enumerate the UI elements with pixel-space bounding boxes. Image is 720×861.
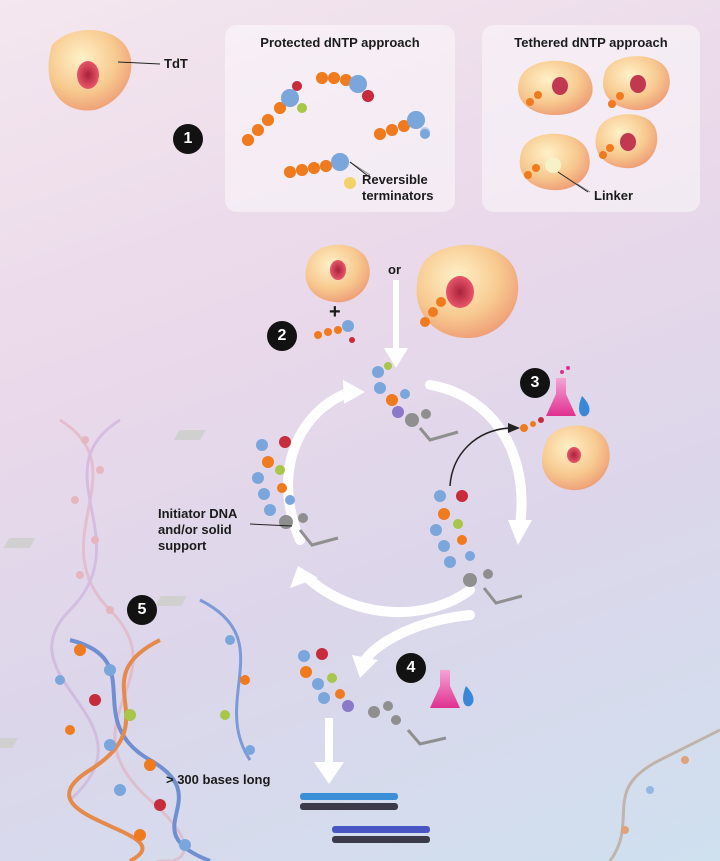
reversible-terminators-label: Reversible terminators (362, 172, 434, 203)
protected-dntp-title: Protected dNTP approach (260, 35, 420, 50)
step4-support (0, 701, 447, 748)
corner-dna-helix (608, 728, 720, 861)
step-3-badge: 3 (520, 368, 550, 398)
step2-enzyme-small-icon (305, 244, 370, 303)
strand-left (3, 436, 339, 548)
step-2-badge: 2 (267, 321, 297, 351)
tdt-enzyme-icon (48, 30, 161, 111)
cycle-arrowhead-right (508, 520, 532, 545)
step4-released-strand (298, 648, 354, 712)
step2-enzyme-tethered-icon (416, 244, 519, 339)
linker-label: Linker (594, 188, 634, 203)
cycle-arrowhead-left (290, 566, 318, 588)
strand-top (173, 362, 459, 442)
flask-icon-step3 (546, 366, 590, 417)
output-strands (300, 793, 430, 843)
background-dna-helix (50, 418, 187, 861)
bases-long-label: > 300 bases long (166, 772, 271, 787)
entry-arrow (384, 280, 408, 368)
step-4-badge: 4 (396, 653, 426, 683)
flask-icon-step4 (430, 670, 474, 708)
tethered-dntp-panel: Tethered dNTP approach (482, 25, 700, 212)
tdt-label: TdT (164, 56, 188, 71)
step2-nucleotide-icon (314, 320, 355, 343)
strand-right (155, 490, 523, 606)
cycle-arrowhead-top (343, 380, 365, 404)
cycle-arrows (283, 380, 527, 617)
foreground-dna-helix (55, 598, 255, 861)
or-label: or (388, 262, 401, 277)
plus-sign: + (329, 301, 341, 323)
exit-arrow (360, 610, 475, 665)
final-arrow (314, 718, 344, 784)
tethered-dntp-title: Tethered dNTP approach (514, 35, 668, 50)
step-1-badge: 1 (173, 124, 203, 154)
initiator-label: Initiator DNA and/or solid support (158, 506, 238, 553)
step-5-badge: 5 (127, 595, 157, 625)
step3-deprotection (449, 417, 610, 491)
